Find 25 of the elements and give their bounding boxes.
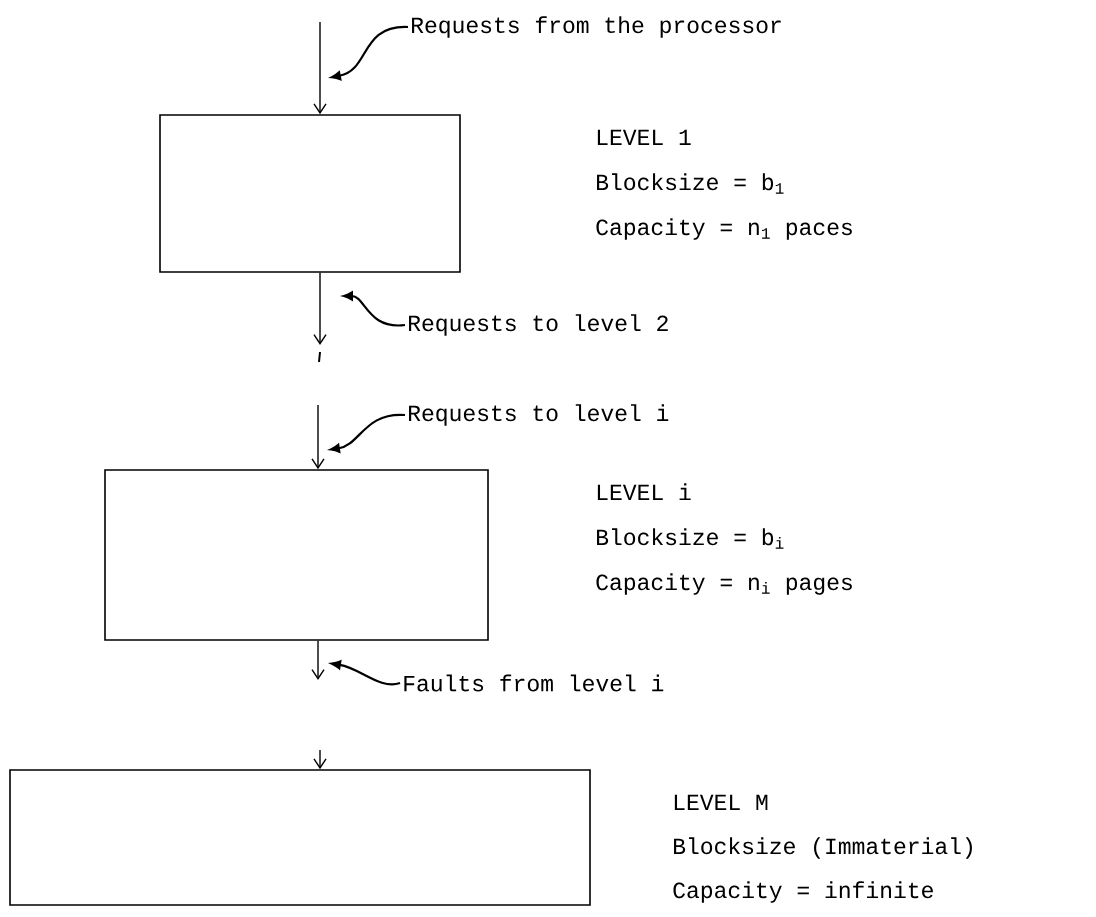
leader-line [330, 660, 401, 686]
memory-level-box [104, 469, 489, 641]
flow-arrow [313, 21, 327, 115]
level-description: Capacity = n$_{1}$ paces [596, 218, 852, 240]
memory-level-box [159, 114, 461, 273]
level-description: LEVEL i [597, 483, 691, 500]
flow-arrow [313, 749, 327, 770]
arrow-caption: Requests to level 2 [409, 314, 668, 336]
flow-arrow [311, 640, 325, 680]
flow-arrow [311, 404, 325, 470]
level-description: Capacity = n$_{i}$ pages [596, 573, 852, 595]
memory-level-box [9, 769, 591, 906]
level-description: Blocksize = b$_{1}$ [597, 173, 784, 194]
level-description: Blocksize = b$_{i}$ [597, 528, 784, 549]
level-description: Capacity = infinite [673, 881, 933, 903]
leader-line [342, 291, 406, 327]
leader-line [330, 25, 409, 81]
arrow-caption: Requests from the processor [412, 16, 781, 38]
leader-line [329, 413, 405, 453]
arrow-caption: Requests to level i [409, 404, 669, 426]
level-description: LEVEL M [674, 794, 768, 810]
flow-arrow [313, 272, 327, 345]
level-description: Blocksize (Immaterial) [674, 837, 972, 859]
level-description: LEVEL 1 [597, 129, 691, 145]
arrow-caption: Faults from level i [404, 674, 664, 692]
